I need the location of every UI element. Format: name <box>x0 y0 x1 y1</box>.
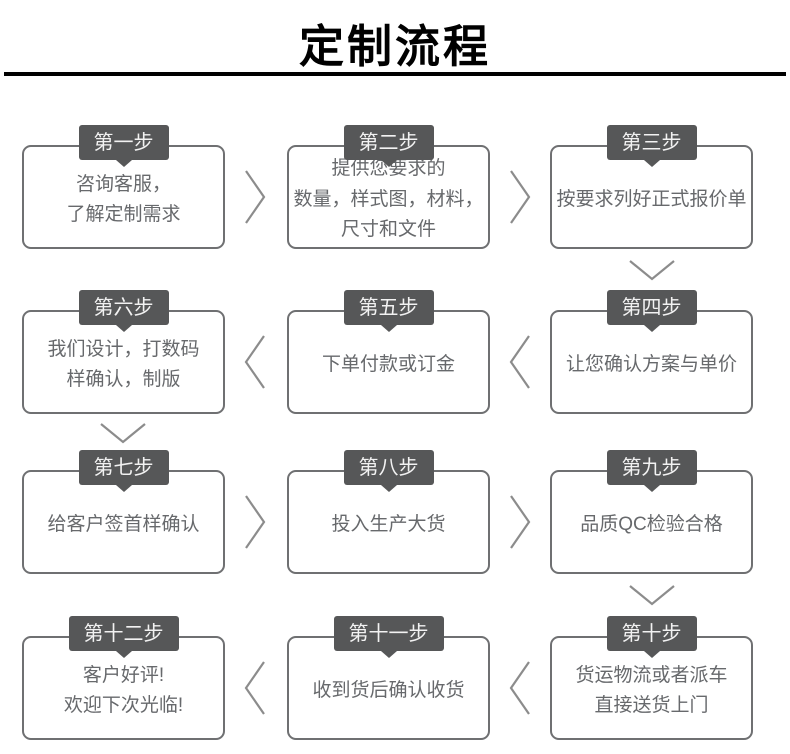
tab-notch-icon <box>380 651 397 658</box>
tab-notch-icon <box>643 485 660 492</box>
tab-notch-icon <box>115 325 132 332</box>
flow-step-6: 第六步 我们设计，打数码 样确认，制版 <box>22 290 225 414</box>
tab-notch-icon <box>643 160 660 167</box>
flow-step-4: 第四步 让您确认方案与单价 <box>550 290 753 414</box>
chevron-left-icon <box>244 335 265 389</box>
chevron-left-icon <box>509 661 530 715</box>
flow-step-5: 第五步 下单付款或订金 <box>287 290 490 414</box>
step-5-label: 第五步 <box>358 297 419 319</box>
flow-step-3: 第三步 按要求列好正式报价单 <box>550 125 753 249</box>
step-1-text: 咨询客服， 了解定制需求 <box>66 173 181 225</box>
flow-step-8: 第八步 投入生产大货 <box>287 450 490 574</box>
step-11-text: 收到货后确认收货 <box>312 679 465 701</box>
title-divider <box>4 72 786 76</box>
step-5-text: 下单付款或订金 <box>321 353 455 375</box>
step-6-label: 第六步 <box>93 297 154 319</box>
step-3-text: 按要求列好正式报价单 <box>556 188 747 210</box>
step-12-tab: 第十二步 <box>68 616 179 658</box>
step-4-tab: 第四步 <box>606 290 697 332</box>
step-8-label: 第八步 <box>358 457 419 479</box>
step-1-tab: 第一步 <box>78 125 169 167</box>
step-8-tab: 第八步 <box>343 450 434 492</box>
page-title: 定制流程 <box>298 21 491 72</box>
step-11-label: 第十一步 <box>348 623 429 645</box>
chevron-right-icon <box>245 170 266 224</box>
step-1-label: 第一步 <box>93 132 154 154</box>
tab-notch-icon <box>380 325 397 332</box>
step-6-tab: 第六步 <box>78 290 169 332</box>
chevron-right-icon <box>510 170 531 224</box>
step-5-box: 下单付款或订金 <box>287 310 490 414</box>
step-7-text: 给客户签首样确认 <box>47 513 200 535</box>
step-9-box: 品质QC检验合格 <box>550 470 753 574</box>
chevron-down-icon <box>629 585 675 606</box>
step-5-tab: 第五步 <box>343 290 434 332</box>
tab-notch-icon <box>115 485 132 492</box>
flow-step-1: 第一步 咨询客服， 了解定制需求 <box>22 125 225 249</box>
tab-notch-icon <box>380 485 397 492</box>
tab-notch-icon <box>115 160 132 167</box>
step-12-label: 第十二步 <box>83 623 164 645</box>
chevron-right-icon <box>245 495 266 549</box>
step-9-label: 第九步 <box>621 457 682 479</box>
chevron-right-icon <box>510 495 531 549</box>
step-10-tab: 第十步 <box>606 616 697 658</box>
step-6-text: 我们设计，打数码 样确认，制版 <box>47 338 200 390</box>
flow-step-10: 第十步 货运物流或者派车 直接送货上门 <box>550 616 753 740</box>
chevron-down-icon <box>100 423 146 444</box>
step-3-tab: 第三步 <box>606 125 697 167</box>
flow-step-9: 第九步 品质QC检验合格 <box>550 450 753 574</box>
tab-notch-icon <box>380 160 397 167</box>
tab-notch-icon <box>643 651 660 658</box>
step-12-text: 客户好评! 欢迎下次光临! <box>63 664 184 716</box>
flow-step-7: 第七步 给客户签首样确认 <box>22 450 225 574</box>
flow-step-11: 第十一步 收到货后确认收货 <box>287 616 490 740</box>
step-9-tab: 第九步 <box>606 450 697 492</box>
step-7-label: 第七步 <box>93 457 154 479</box>
chevron-left-icon <box>509 335 530 389</box>
step-3-label: 第三步 <box>621 132 682 154</box>
tab-notch-icon <box>115 651 132 658</box>
step-11-tab: 第十一步 <box>333 616 444 658</box>
flow-step-12: 第十二步 客户好评! 欢迎下次光临! <box>22 616 225 740</box>
step-2-tab: 第二步 <box>343 125 434 167</box>
step-8-text: 投入生产大货 <box>331 513 446 535</box>
chevron-down-icon <box>629 260 675 281</box>
tab-notch-icon <box>643 325 660 332</box>
chevron-left-icon <box>244 661 265 715</box>
step-4-text: 让您确认方案与单价 <box>565 353 737 375</box>
step-10-label: 第十步 <box>621 623 682 645</box>
step-9-text: 品质QC检验合格 <box>580 513 723 535</box>
step-7-tab: 第七步 <box>78 450 169 492</box>
step-2-label: 第二步 <box>358 132 419 154</box>
step-10-text: 货运物流或者派车 直接送货上门 <box>575 664 728 716</box>
step-2-text: 提供您要求的 数量，样式图，材料， 尺寸和文件 <box>293 158 484 241</box>
flow-step-2: 第二步 提供您要求的 数量，样式图，材料， 尺寸和文件 <box>287 125 490 249</box>
step-4-label: 第四步 <box>621 297 682 319</box>
